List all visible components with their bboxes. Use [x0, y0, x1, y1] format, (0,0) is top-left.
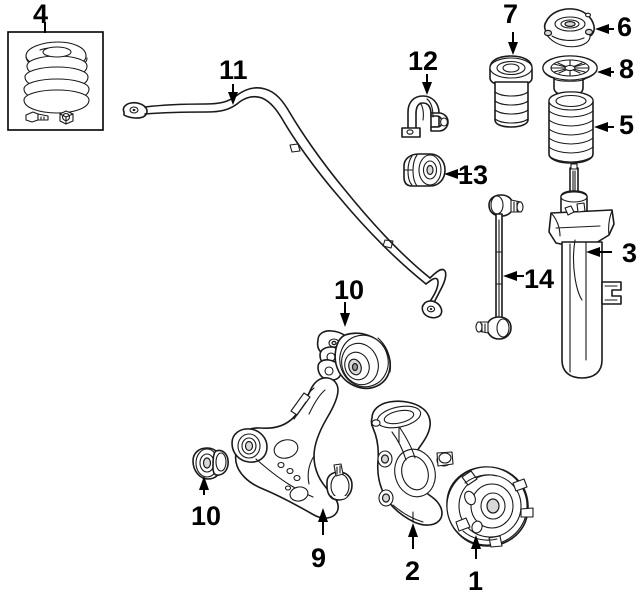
callout-label-6[interactable]: 6 [617, 12, 633, 42]
part-strut-assembly [548, 163, 622, 379]
callout-12-leader [422, 74, 432, 95]
callout-13-leader [444, 169, 472, 179]
part-stabilizer-bar-bushing [403, 153, 472, 187]
part-lower-control-arm [231, 377, 353, 535]
part-strut-bearing [542, 55, 614, 97]
callout-14-leader [503, 271, 524, 281]
part-steering-knuckle [370, 400, 454, 549]
callout-9-leader [318, 508, 328, 535]
callout-5-leader [594, 122, 614, 132]
callout-label-1[interactable]: 1 [468, 566, 484, 596]
callout-label-10-rear[interactable]: 10 [334, 275, 365, 305]
callout-label-2[interactable]: 2 [405, 556, 421, 586]
part-stabilizer-sway-bar [122, 84, 447, 319]
callout-10-rear-leader [340, 302, 350, 327]
callout-label-5[interactable]: 5 [619, 110, 635, 140]
part-dust-boot-bellows [548, 91, 614, 164]
callout-label-10-front[interactable]: 10 [191, 501, 222, 531]
callout-label-4[interactable]: 4 [33, 0, 49, 29]
part-strut-upper-mount [543, 8, 614, 48]
callout-3-leader [586, 247, 612, 257]
callout-label-14[interactable]: 14 [524, 264, 555, 294]
part-stabilizer-link [475, 194, 524, 340]
spring-nut-icon [59, 110, 74, 125]
callout-label-13[interactable]: 13 [458, 160, 489, 190]
callout-8-leader [597, 67, 614, 77]
callout-label-11[interactable]: 11 [219, 55, 248, 85]
spring-bolt-icon [25, 111, 49, 123]
callout-label-7[interactable]: 7 [503, 0, 519, 29]
callout-label-8[interactable]: 8 [619, 54, 635, 84]
callout-1-leader [471, 535, 481, 559]
part-jounce-bumper [489, 32, 533, 128]
part-control-arm-bushing-rear [316, 302, 392, 390]
part-coil-spring-kit [7, 22, 104, 131]
callout-label-3[interactable]: 3 [622, 238, 638, 268]
callout-7-leader [508, 32, 518, 55]
callout-10-front-leader [199, 476, 209, 495]
callout-11-leader [228, 84, 238, 105]
part-wheel-hub-assembly [446, 466, 534, 559]
callout-6-leader [595, 24, 614, 34]
callout-2-leader [408, 523, 418, 549]
part-stabilizer-bar-bracket [401, 74, 449, 138]
callout-label-9[interactable]: 9 [311, 543, 327, 573]
callout-label-12[interactable]: 12 [408, 46, 439, 76]
part-control-arm-bushing-front [192, 447, 229, 495]
coil-spring-icon [23, 41, 90, 114]
